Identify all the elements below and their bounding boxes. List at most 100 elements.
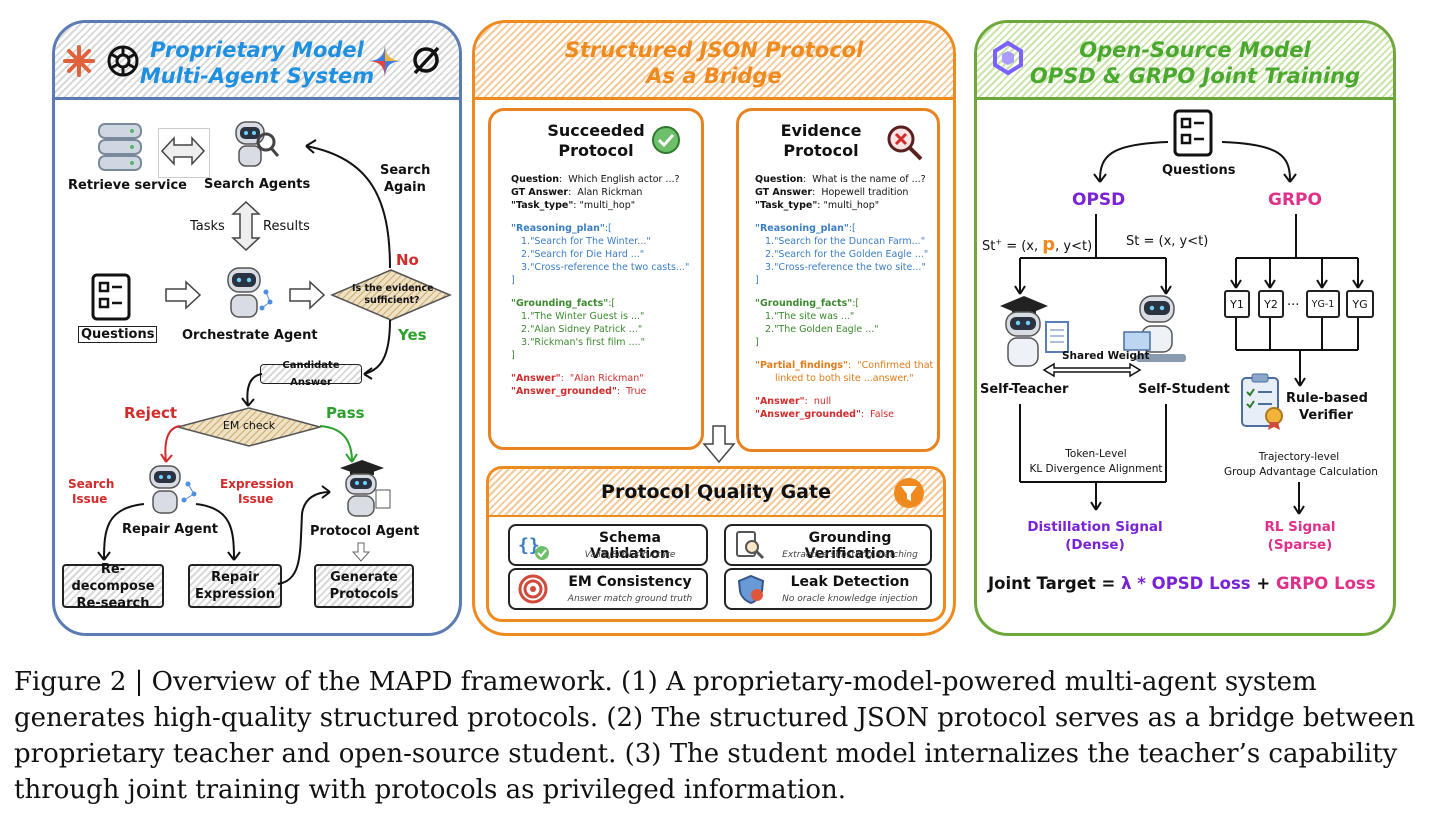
s-facts-key: "Grounding_facts" (511, 298, 609, 309)
e-plan-item-3: 3."Cross-reference the two site..." (765, 262, 926, 273)
opsd-merge-lines (1019, 404, 1167, 511)
shared-weight-double-arrow (1042, 362, 1142, 378)
document-search-icon (736, 531, 765, 560)
svg-text:{}: {} (518, 535, 540, 556)
e-question-key: Question (755, 174, 804, 185)
rl-signal-line2: (Sparse) (1267, 537, 1333, 553)
st-label: St = (x, y<t) (1126, 234, 1209, 249)
results-label: Results (263, 219, 310, 234)
arrow-right-icon-2 (289, 280, 326, 310)
gate-title-grounding: Grounding Verification (804, 530, 896, 562)
target-icon (518, 574, 548, 604)
e-partial-key: "Partial_findings" (755, 360, 848, 371)
to-gate-arrow (702, 425, 736, 464)
search-again-loop-arrow (305, 139, 391, 269)
retrieve-search-link (158, 128, 210, 178)
candidate-answer-label: Candidate Answer (282, 360, 340, 388)
candidate-answer-box: Candidate Answer (260, 360, 362, 388)
e-answer-key: "Answer" (755, 396, 805, 407)
questions-label: Questions (78, 326, 158, 343)
e-task-key: "Task_type" (755, 200, 818, 211)
em-consistency-gate: EM Consistency Answer match ground truth (508, 568, 708, 610)
e-partial-val-1: "Confirmed that (857, 360, 934, 371)
opsd-label: OPSD (1072, 190, 1126, 210)
gate-title-schema: Schema Validation (590, 530, 670, 562)
opsd-tree-lines (1014, 214, 1172, 295)
s-question-key: Question (511, 174, 560, 185)
s-question-val: Which English actor ...? (568, 174, 680, 185)
reject-arrow (160, 425, 181, 463)
protocol-agent-robot-icon (340, 460, 391, 517)
em-check-label: EM check (222, 419, 276, 432)
repair-to-protocol-arrow (277, 485, 331, 585)
json-check-icon: {} (518, 535, 549, 560)
arrow-right-icon (165, 280, 202, 310)
candidate-to-em-arrow (241, 373, 263, 407)
search-agents-label: Search Agents (204, 177, 311, 192)
st-plus-b: + (995, 237, 1003, 247)
s-facts-item-3: 3."Rickman's first film ...." (521, 337, 646, 348)
yes-label: Yes (398, 326, 427, 344)
yg-label: YG (1352, 297, 1368, 311)
questions-split-arrows (1093, 141, 1297, 183)
search-agent-robot-icon (235, 121, 280, 167)
e-task-val: "multi_hop" (823, 200, 880, 211)
st-plus-c: = (x, (1002, 239, 1043, 254)
generate-line1: Generate (330, 570, 398, 585)
tasks-label: Tasks (190, 219, 225, 234)
token-level-line1: Token-Level (1065, 448, 1127, 460)
open-source-panel: Open-Source Model OPSD & GRPO Joint Trai… (974, 20, 1396, 636)
self-teacher-robot-icon (1000, 296, 1069, 367)
evidence-title-line1: Evidence (780, 121, 862, 140)
distillation-line2: (Dense) (1065, 537, 1125, 553)
rule-based-line1: Rule-based (1286, 391, 1368, 406)
json-title-line2: As a Bridge (646, 64, 782, 88)
rl-signal-line1: RL Signal (1264, 519, 1336, 535)
joint-target: Joint Target = λ * OPSD Loss + GRPO Loss (988, 574, 1376, 593)
database-icon (98, 123, 142, 171)
shield-icon (737, 574, 765, 604)
protocol-agent-label: Protocol Agent (310, 524, 420, 539)
e-plan-key: "Reasoning_plan" (755, 223, 849, 234)
open-source-title-line2: OPSD & GRPO Joint Training (1029, 64, 1361, 88)
evidence-title-line2: Protocol (783, 141, 859, 160)
grok-logo-icon (413, 46, 440, 75)
filter-icon (894, 478, 924, 508)
s-gt-key: GT Answer (511, 187, 569, 198)
schema-validation-gate: {} Schema Validation Valid JSON structur… (508, 524, 708, 566)
e-answer-val: null (813, 396, 832, 407)
repair-expression-line1: Repair (211, 570, 259, 585)
figure-caption: Figure 2 | Overview of the MAPD framewor… (14, 667, 1416, 805)
shared-weight-label: Shared Weight (1062, 350, 1150, 362)
orchestrate-agent-robot-icon (227, 267, 273, 318)
e-question-val: What is the name of ...? (812, 174, 926, 185)
orchestrate-agent-label: Orchestrate Agent (182, 328, 318, 343)
quality-gate-title: Protocol Quality Gate (601, 481, 831, 503)
questions-document-icon-right (1173, 109, 1213, 157)
search-again-line1: Search (380, 163, 431, 178)
expression-issue-line2: Issue (238, 492, 274, 506)
st-plus-a: St (982, 239, 996, 254)
s-answer-val: "Alan Rickman" (569, 373, 644, 384)
json-title-line1: Structured JSON Protocol (564, 38, 864, 62)
gate-title-leak: Leak Detection (790, 574, 910, 590)
open-source-panel-header (977, 23, 1393, 100)
y2-label: Y2 (1264, 297, 1278, 311)
repair-agent-label: Repair Agent (122, 522, 218, 537)
grounding-verification-gate: Grounding Verification Extractive substr… (724, 524, 932, 566)
succeeded-title-line1: Succeeded (547, 121, 645, 140)
repair-expression-line2: Expression (195, 587, 275, 602)
s-plan-item-1: 1."Search for The Winter..." (521, 236, 651, 247)
rule-based-line2: Verifier (1299, 408, 1353, 423)
magnifier-x-icon (887, 125, 923, 161)
s-plan-item-2: 2."Search for Die Hard ..." (521, 249, 645, 260)
e-facts-item-2: 2."The Golden Eagle ..." (765, 324, 879, 335)
joint-target-prefix: Joint Target = (988, 574, 1116, 593)
self-student-robot-icon (1123, 295, 1186, 362)
double-arrow-horizontal-icon (160, 136, 206, 166)
y2-box: Y2 (1258, 290, 1284, 318)
trajectory-line2: Group Advantage Calculation (1224, 466, 1378, 478)
